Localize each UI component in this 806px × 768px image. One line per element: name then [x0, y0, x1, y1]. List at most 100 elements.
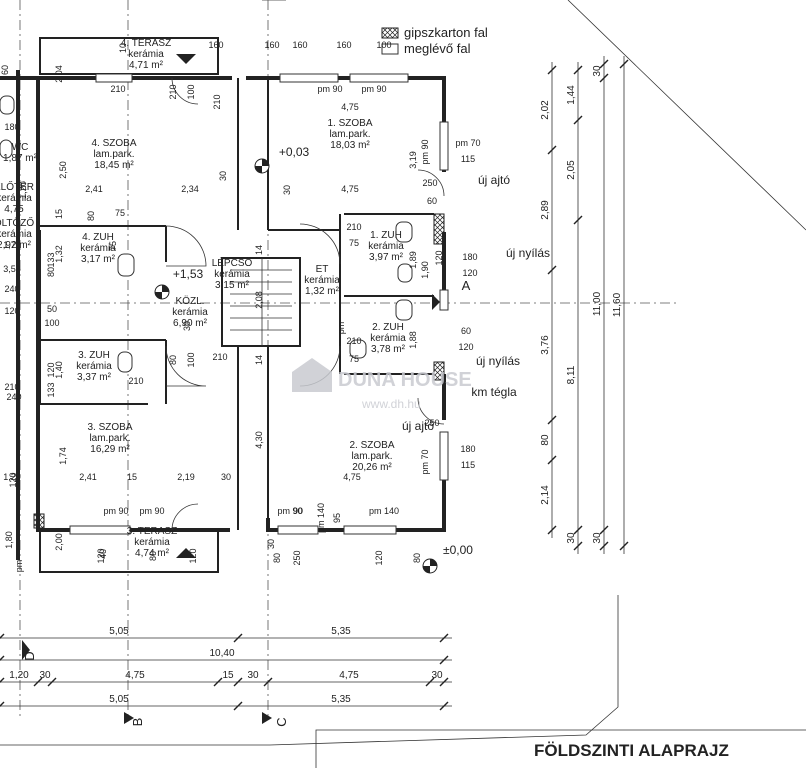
- interior-dimension-label: pm 90: [139, 506, 164, 516]
- room-name-wc: WC: [12, 142, 29, 153]
- interior-dimension-label: 1,20: [3, 472, 21, 482]
- dim-bottom-row1-label: 5,35: [331, 626, 351, 637]
- dim-right-col4: 11,60: [612, 56, 629, 554]
- interior-dimension-label: 1,40: [54, 361, 64, 379]
- dim-right-col1-label: 2,14: [540, 485, 551, 505]
- interior-dimension-label: pm 90: [103, 506, 128, 516]
- dim-bottom-row3-tick: [47, 677, 57, 687]
- interior-dimension-label: pm 90: [277, 506, 302, 516]
- interior-dimension-label: 60: [427, 196, 437, 206]
- dim-right-col2-label: 2,05: [566, 160, 577, 180]
- interior-dimension-label: 1,32: [54, 245, 64, 263]
- interior-dimension-label: 4,75: [343, 472, 361, 482]
- interior-dimension-label: 115: [461, 154, 475, 164]
- room-finish-oltozo: kerámia: [0, 229, 32, 240]
- dim-bottom-row3-label: 4,75: [125, 670, 145, 681]
- interior-dimension-label: 210: [346, 336, 361, 346]
- watermark-brand: DUNA HOUSE: [338, 369, 472, 391]
- interior-dimension-label: 50: [47, 304, 57, 314]
- room-finish-zuh4: kerámia: [80, 243, 116, 254]
- interior-dimension-label: 4,75: [341, 184, 359, 194]
- interior-dimension-label: 133: [46, 382, 56, 397]
- dim-bottom-row4-tick: [0, 701, 5, 707]
- interior-dimension-label: 90: [293, 506, 303, 516]
- interior-dimension-label: 115: [461, 460, 475, 470]
- dim-right-col3-tick: [599, 525, 609, 535]
- room-area-szoba3: 16,29 m²: [90, 444, 130, 455]
- room-name-szoba1: 1. SZOBA: [327, 118, 372, 129]
- interior-dimension-label: 2,00: [54, 533, 64, 551]
- interior-dimension-label: 120: [46, 362, 56, 377]
- interior-dimension-label: 80: [412, 553, 422, 563]
- interior-dimension-label: 120: [96, 548, 106, 563]
- interior-dimension-label: 1,75: [3, 240, 21, 250]
- dim-bottom-row3-tick: [0, 677, 5, 683]
- interior-dimension-label: 160: [336, 40, 351, 50]
- dim-bottom-row3-tick: [233, 677, 243, 687]
- interior-dimension-label: pm 70: [455, 138, 480, 148]
- dim-bottom-row1: 5,05 5,35: [0, 626, 452, 643]
- interior-dimension-label: 210: [212, 94, 222, 109]
- dim-bottom-row1-tick: [0, 633, 5, 639]
- interior-dimension-label: 75: [108, 241, 118, 251]
- room-area-zuh3: 3,37 m²: [77, 372, 112, 383]
- dim-bottom-row4-tick: [233, 701, 243, 711]
- room-finish-zuh2: kerámia: [370, 333, 406, 344]
- interior-dimension-label: 2,19: [177, 472, 195, 482]
- interior-dimension-label: 3,55: [3, 264, 21, 274]
- interior-dimension-label: 75: [349, 354, 359, 364]
- interior-dimension-label: 30: [266, 539, 276, 549]
- dim-right-col2-label: 30: [566, 532, 577, 544]
- interior-dimension-label: 120: [8, 472, 18, 487]
- dim-right-col2-tick: [573, 525, 583, 535]
- interior-dimension-label: 250: [424, 418, 439, 428]
- interior-dimension-label: 120: [462, 268, 477, 278]
- interior-dimension-label: 2,41: [79, 472, 97, 482]
- dim-right-col2-tick: [573, 115, 583, 125]
- room-finish-kozl: kerámia: [172, 307, 208, 318]
- interior-dimension-label: 120: [188, 548, 198, 563]
- room-finish-lepcso: kerámia: [214, 269, 250, 280]
- room-area-kozl: 6,90 m²: [173, 318, 208, 329]
- interior-dimension-label: 80: [148, 551, 158, 561]
- interior-dimension-label: 4,30: [254, 431, 264, 449]
- level-marker: [422, 558, 438, 574]
- annotation-label: új nyílás: [506, 246, 550, 260]
- interior-dimension-label: 2,34: [181, 184, 199, 194]
- room-area-terasz3: 4,74 m²: [135, 548, 170, 559]
- dim-bottom-row1-label: 5,05: [109, 626, 129, 637]
- dim-bottom-row3-label: 30: [247, 670, 259, 681]
- interior-dimension-label: 2,50: [58, 161, 68, 179]
- interior-dimension-label: 100: [186, 84, 196, 99]
- level-label: ±0,00: [443, 543, 473, 557]
- interior-dimension-label: 14: [254, 245, 264, 255]
- room-area-eloter: 4,75: [4, 204, 24, 215]
- interior-dimension-label: 160: [208, 40, 223, 50]
- room-name-zuh2: 2. ZUH: [372, 322, 404, 333]
- section-marker-label: C: [274, 717, 289, 726]
- watermark-url: www.dh.hu: [361, 397, 421, 411]
- room-area-szoba2: 20,26 m²: [352, 462, 392, 473]
- level-labels: +0,03+1,53±0,00: [173, 145, 473, 557]
- interior-dimension-label: 1,90: [420, 261, 430, 279]
- room-finish-et: kerámia: [304, 275, 340, 286]
- room-area-zuh1: 3,97 m²: [369, 252, 404, 263]
- dim-bottom-row3-tick: [263, 677, 273, 687]
- interior-dimension-label: pm 90: [317, 84, 342, 94]
- interior-dimension-label: 75: [115, 208, 125, 218]
- room-finish-eloter: kerámia: [0, 193, 32, 204]
- dim-bottom-row3-tick: [439, 677, 449, 687]
- legend-label-existing: meglévő fal: [404, 41, 471, 56]
- room-finish-zuh1: kerámia: [368, 241, 404, 252]
- dim-right-col1-label: 2,89: [540, 200, 551, 220]
- room-finish-szoba3: lam.park.: [89, 433, 130, 444]
- legend: gipszkarton fal meglévő fal: [381, 25, 488, 56]
- interior-dimension-label: 240: [6, 392, 21, 402]
- room-area-zuh4: 3,17 m²: [81, 254, 116, 265]
- interior-dimension-label: 15: [127, 472, 137, 482]
- dim-right-col3-label: 30: [592, 532, 603, 544]
- interior-dimension-label: 180: [4, 122, 19, 132]
- room-name-kozl: KÖZL.: [176, 295, 205, 307]
- dim-right-col3-label: 11,00: [592, 291, 603, 316]
